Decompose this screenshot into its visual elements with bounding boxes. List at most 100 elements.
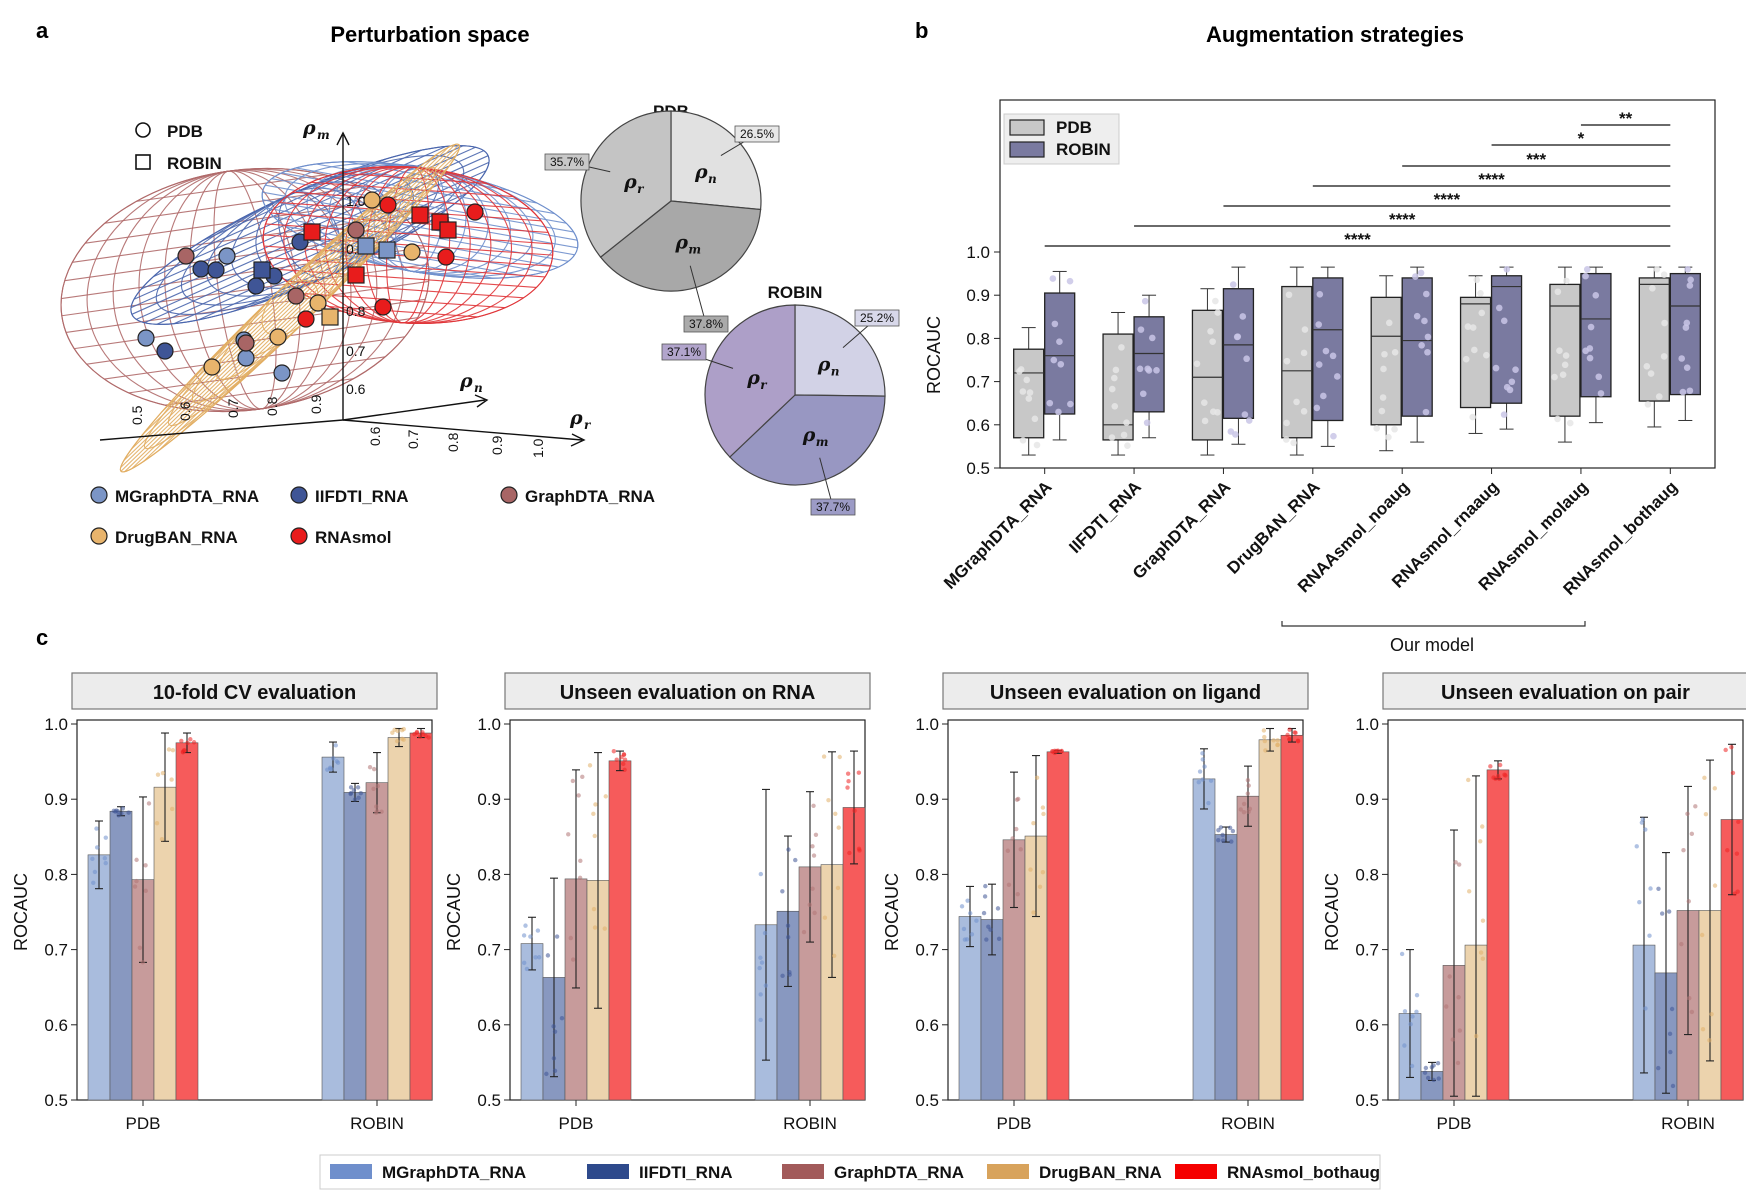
bar-point [831, 953, 837, 959]
x-tick-label: DrugBAN_RNA [1223, 477, 1323, 577]
wire-parallel [270, 212, 549, 233]
panel-b-title: Augmentation strategies [1206, 22, 1464, 47]
box-point [1111, 403, 1119, 410]
wire-parallel [142, 165, 422, 435]
box-point [1469, 324, 1477, 331]
bar-point [1693, 804, 1698, 809]
bar-point [1263, 748, 1268, 753]
box-point [1234, 333, 1242, 340]
bar-point [1399, 951, 1405, 957]
model-marker-circle [218, 247, 236, 265]
wire-parallel [61, 263, 429, 317]
bar-rnasmol_bothaug [608, 760, 632, 1101]
box-point [1582, 272, 1589, 280]
bar-point [554, 934, 560, 939]
box-point [1316, 291, 1324, 298]
bar-point [1637, 900, 1642, 905]
model-marker-circle [437, 248, 455, 266]
legend-item-rnasmol: RNAsmol [290, 527, 392, 547]
bar-point [983, 883, 988, 889]
bar-point [833, 811, 838, 816]
box-point [1023, 376, 1031, 384]
bar-point [1246, 809, 1251, 814]
bar-point [1478, 839, 1483, 844]
bar-rnasmol_bothaug [1486, 769, 1510, 1101]
bar-point [1245, 791, 1251, 796]
bar-point [621, 752, 627, 757]
box-point [1412, 273, 1419, 280]
bar-point [1196, 780, 1201, 785]
bar-point [1034, 775, 1040, 780]
box-point [1500, 317, 1508, 325]
bar-point [621, 761, 626, 767]
box-point [1464, 323, 1472, 330]
bar-point [1709, 1011, 1714, 1017]
bar-point [329, 766, 334, 772]
pie-percent-label: 37.7% [816, 500, 850, 514]
box-point [1556, 347, 1563, 355]
box-point [1320, 392, 1327, 400]
pie-percent-label: 26.5% [740, 127, 774, 141]
model-legend: MGraphDTA_RNA IIFDTI_RNA GraphDTA_RNA Dr… [90, 486, 655, 547]
marker-legend-pdb: PDB [167, 122, 203, 141]
model-marker-circle [287, 287, 305, 305]
box-point [1108, 434, 1116, 441]
box-point [1653, 265, 1661, 273]
pie-label-box [683, 315, 729, 333]
svg-text:GraphDTA_RNA: GraphDTA_RNA [525, 487, 655, 506]
box-point [1193, 360, 1201, 368]
bar-point [1425, 1075, 1431, 1081]
y-tick-label: 0.5 [477, 1091, 501, 1110]
bar-point [1414, 1009, 1419, 1014]
panel-b: Augmentation strategies 0.50.60.70.80.91… [924, 22, 1716, 655]
bar-point [995, 906, 1001, 911]
legend-marker-icon [90, 486, 108, 504]
y-tick-label: 0.5 [915, 1091, 939, 1110]
box-point [1049, 275, 1057, 282]
bar-point [856, 770, 862, 775]
bar-point [1031, 910, 1036, 915]
axis-n-arrow-icon [474, 394, 489, 408]
bar-point [1287, 737, 1292, 742]
svg-text:ρ: ρ [569, 407, 583, 429]
box-point [1019, 437, 1027, 444]
bar-point [577, 875, 583, 881]
bar-point [552, 1029, 558, 1034]
box-point [1683, 364, 1691, 371]
box-point [1227, 428, 1235, 435]
panel-label-b: b [915, 18, 928, 43]
legend-label: MGraphDTA_RNA [382, 1163, 526, 1182]
bar-point [352, 797, 358, 802]
bar-point [1436, 1076, 1441, 1081]
pie-slice-m [728, 394, 886, 486]
y-tick-label: 0.6 [1355, 1016, 1379, 1035]
bar-point [1435, 1061, 1441, 1066]
pie-percent-label: 37.1% [667, 345, 701, 359]
bar-point [591, 811, 596, 817]
svg-text:RNAsmol: RNAsmol [315, 528, 392, 547]
legend-marker-icon [290, 527, 308, 545]
legend-item-mgraphdta: MGraphDTA_RNA [90, 486, 259, 506]
bar-point [1423, 1065, 1429, 1071]
bar-rnasmol_bothaug [1046, 751, 1070, 1101]
pie-robin-title: ROBIN [768, 283, 823, 302]
bar-point [810, 886, 815, 891]
bar-point [90, 856, 95, 862]
bar-point [1670, 1083, 1676, 1089]
bar-point [591, 906, 597, 912]
bar-point [758, 871, 764, 877]
box-point [1687, 276, 1694, 284]
bar-point [1200, 751, 1205, 756]
bar-graphdta_rna [365, 782, 389, 1101]
bar-point [1725, 848, 1730, 853]
legend-item: GraphDTA_RNA [782, 1163, 964, 1182]
bar-point [334, 759, 340, 764]
bar-point [91, 880, 96, 885]
bar-point [374, 808, 380, 814]
y-tick-label: 1.0 [477, 715, 501, 734]
bar-point [140, 960, 145, 965]
bar-point [1216, 827, 1221, 833]
box-point [1561, 361, 1569, 369]
